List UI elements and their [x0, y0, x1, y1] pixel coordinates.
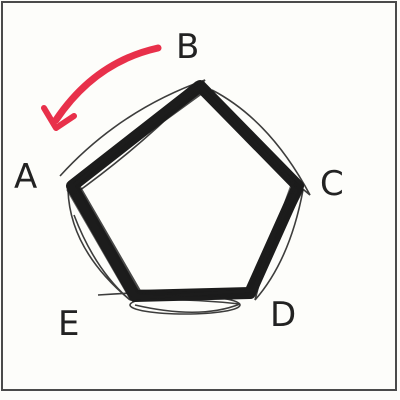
pentagon-shape [66, 80, 304, 302]
vertex-label-e: E [58, 304, 79, 344]
sketch-loops [59, 79, 311, 315]
vertex-label-c: C [320, 164, 344, 204]
vertex-label-b: B [176, 27, 199, 67]
direction-arrow [41, 44, 162, 131]
vertex-label-d: D [270, 295, 296, 335]
vertex-label-a: A [14, 157, 37, 197]
frame-border [1, 1, 397, 391]
